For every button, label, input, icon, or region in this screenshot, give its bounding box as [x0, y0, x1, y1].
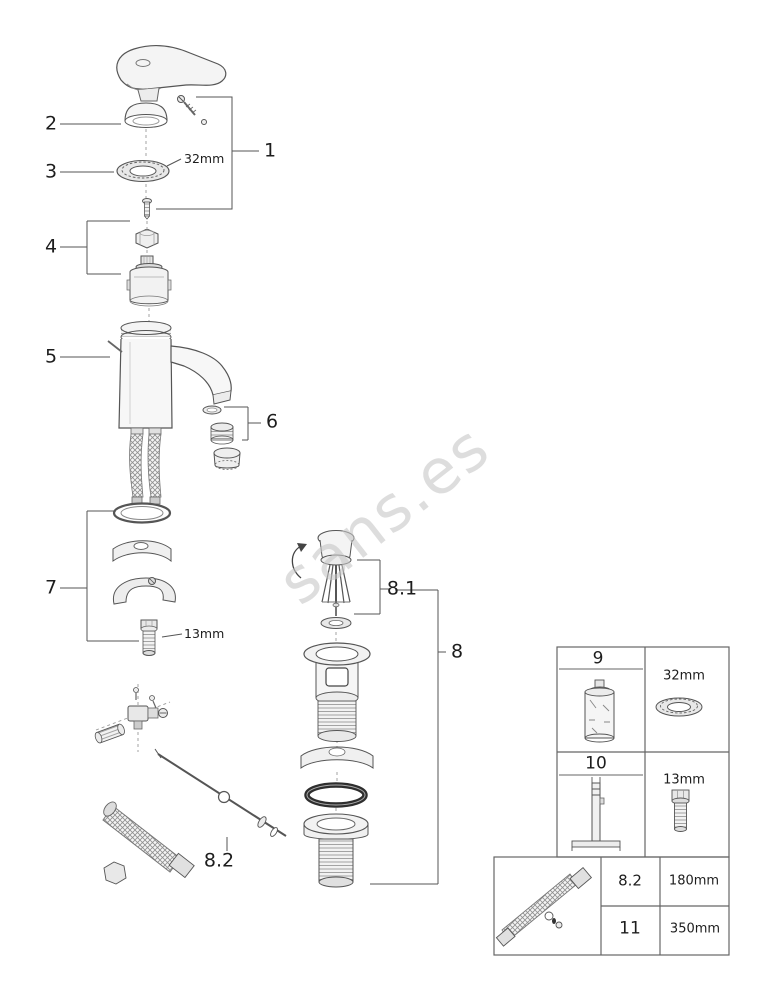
table-label-9: 9	[592, 648, 604, 669]
part-valve-assembly	[94, 687, 168, 744]
callout-2: 2	[44, 112, 58, 135]
table-value-350mm: 350mm	[669, 921, 721, 937]
table-part-9-cartridge	[584, 679, 615, 743]
part-faucet-body	[107, 321, 232, 505]
leader-6	[224, 406, 261, 441]
callout-8-2: 8.2	[203, 849, 235, 872]
table-label-8-2: 8.2	[618, 871, 642, 890]
part-supply-hose	[102, 801, 195, 885]
table-label-11: 11	[619, 918, 641, 939]
leader-32mm	[166, 158, 182, 167]
callout-8: 8	[450, 640, 464, 663]
table-label-13mm: 13mm	[663, 772, 705, 788]
part-drain-saddle	[300, 746, 374, 769]
part-popup-washer	[320, 617, 352, 629]
leader-4	[60, 220, 130, 275]
table-part-11-hose	[495, 866, 593, 947]
callout-7: 7	[44, 576, 58, 599]
leader-8-1	[354, 559, 389, 615]
table-label-10: 10	[585, 753, 607, 774]
part-cartridge	[126, 255, 172, 307]
leader-8	[370, 589, 446, 885]
part-drain-tailpiece	[303, 813, 369, 888]
axis-dashes	[95, 129, 338, 813]
leader-13mm	[161, 633, 183, 638]
callout-1: 1	[263, 139, 277, 162]
dimension-32mm: 32mm	[184, 150, 225, 166]
callout-leader-lines	[60, 96, 446, 885]
table-value-180mm: 180mm	[668, 873, 720, 889]
callout-5: 5	[44, 345, 58, 368]
part-cartridge-nut	[135, 228, 159, 249]
part-drain-oring	[304, 782, 368, 808]
part-lift-rod	[154, 748, 287, 837]
part-handle-lever	[116, 45, 227, 102]
part-fixing-set	[112, 502, 176, 656]
leader-1	[156, 96, 259, 210]
part-handle-screw	[177, 95, 207, 125]
table-part-10-tool	[571, 777, 621, 851]
dimension-13mm: 13mm	[184, 625, 225, 641]
callout-4: 4	[44, 235, 58, 258]
callout-6: 6	[265, 410, 279, 433]
part-drain-flange	[303, 642, 371, 742]
callout-8-1: 8.1	[386, 577, 418, 600]
leader-7	[60, 510, 139, 642]
part-toothed-ring	[116, 159, 170, 183]
table-part-13mm-stud	[671, 789, 690, 832]
parts-table-borders	[493, 646, 730, 956]
part-aerator-set	[202, 405, 241, 470]
part-dome-cap	[124, 102, 168, 128]
table-label-32mm: 32mm	[663, 668, 705, 684]
callout-3: 3	[44, 160, 58, 183]
table-part-32mm-ring	[655, 697, 703, 717]
part-popup-knob	[291, 529, 355, 616]
part-cartridge-screw	[142, 198, 152, 220]
